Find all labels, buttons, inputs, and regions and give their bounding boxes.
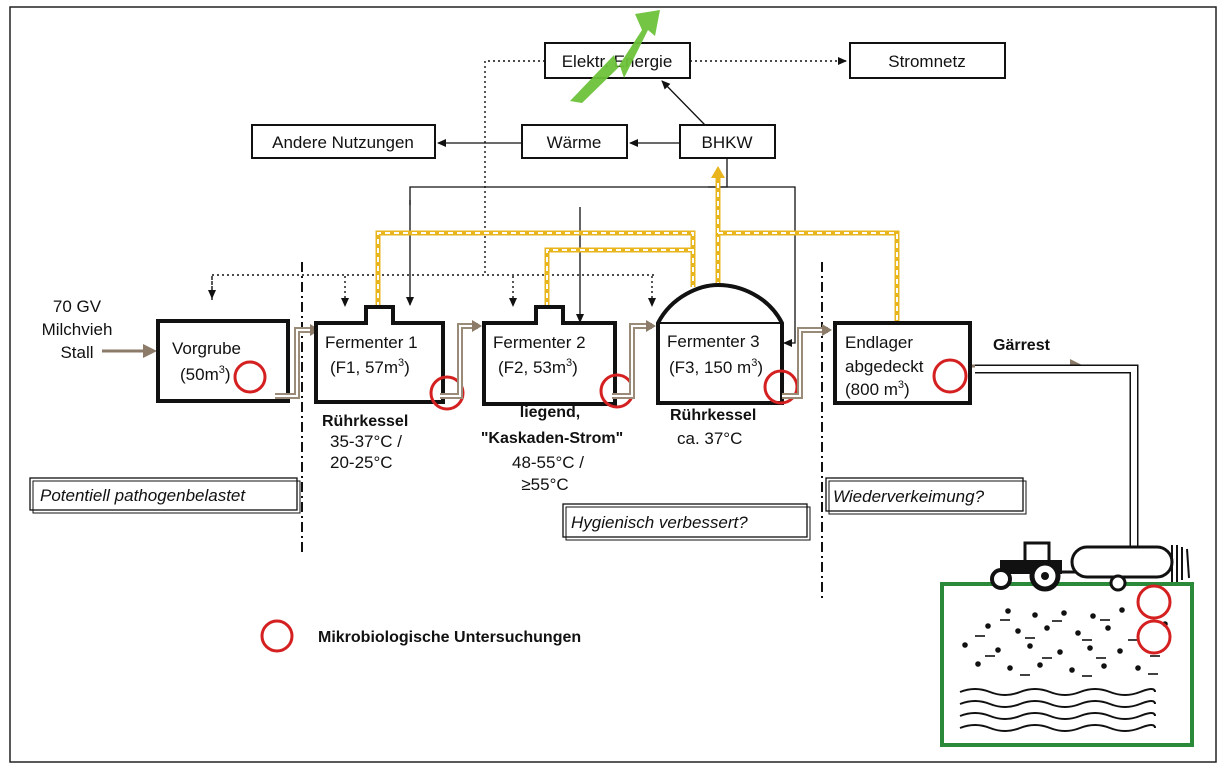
endlager-line2: abgedeckt [845,357,924,376]
endlager-size: (800 m3) [845,379,910,399]
sample-circle-endlager [932,358,968,394]
bhkw-label: BHKW [702,133,753,152]
vorgrube-size: (50m3) [180,364,231,384]
andere-nutzungen-label: Andere Nutzungen [272,133,414,152]
sample-circle-field-soil [1136,619,1172,655]
electricity-dotted-main [484,60,545,275]
energy-bolt-icon [570,10,660,103]
sample-circle-vorgrube [233,360,267,394]
soil-layers [959,688,1156,732]
legend-sample-circle-icon [260,619,294,653]
fermenter3-type: Rührkessel [670,407,756,424]
zone-label-1: Potentiell pathogenbelastet [40,486,246,505]
electricity-dotted-bus [211,274,655,300]
stromnetz-box [849,42,1006,79]
zone-label-2: Hygienisch verbessert? [571,513,748,532]
zone-box-2 [562,503,808,538]
gas-collection-lines [375,166,900,321]
fermenter2-tank [482,305,617,406]
fermenter1-type: Rührkessel [322,413,408,430]
zone-label-3: Wiederverkeimung? [833,487,985,506]
heat-to-f3 [708,186,796,347]
andere-nutzungen-box [251,124,436,159]
fermenter1-temp1: 35-37°C / [330,432,402,451]
fermenter1-tank [314,305,445,404]
fermenter1-temp2: 20-25°C [330,453,393,472]
fermenter2-temp1: 48-55°C / [512,453,584,472]
endlager-line1: Endlager [845,333,913,352]
fermenter3-size: (F3, 150 m3) [669,357,763,377]
fermenter2-name: Fermenter 2 [493,333,586,352]
fermenter3-temp: ca. 37°C [677,429,742,448]
stromnetz-label: Stromnetz [888,52,965,71]
sample-circle-field-surface [1136,584,1172,620]
legend-label: Mikrobiologische Untersuchungen [318,629,581,646]
fermenter2-temp2: ≥55°C [521,475,568,494]
input-line1: 70 GV [53,297,102,316]
input-arrowhead [143,344,157,358]
fermenter3-tank [656,282,784,405]
waerme-label: Wärme [547,133,602,152]
fermenter2-size: (F2, 53m3) [498,357,578,377]
output-label: Gärrest [993,337,1051,354]
zone-box-3 [825,477,1024,512]
waerme-box [521,124,628,159]
fermenter3-name: Fermenter 3 [667,332,760,351]
vorgrube-name: Vorgrube [172,339,241,358]
fermenter2-type2: "Kaskaden-Strom" [481,430,623,447]
output-pipe-to-field [975,364,1139,548]
outer-frame [9,6,1217,763]
fermenter2-type1: liegend, [520,404,580,421]
fermenter1-size: (F1, 57m3) [330,357,410,377]
bhkw-to-energie-arrow [661,80,706,126]
heat-main-line [409,158,728,205]
tractor-with-tanker-icon [990,541,1190,592]
fermenter1-name: Fermenter 1 [325,333,418,352]
zone-box-1 [29,477,298,511]
endlager-box [833,321,972,405]
input-line2: Milchvieh [42,320,113,339]
elektr-energie-label: Elektr. Energie [562,52,673,71]
input-line3: Stall [60,343,93,362]
vorgrube-box [156,319,290,403]
